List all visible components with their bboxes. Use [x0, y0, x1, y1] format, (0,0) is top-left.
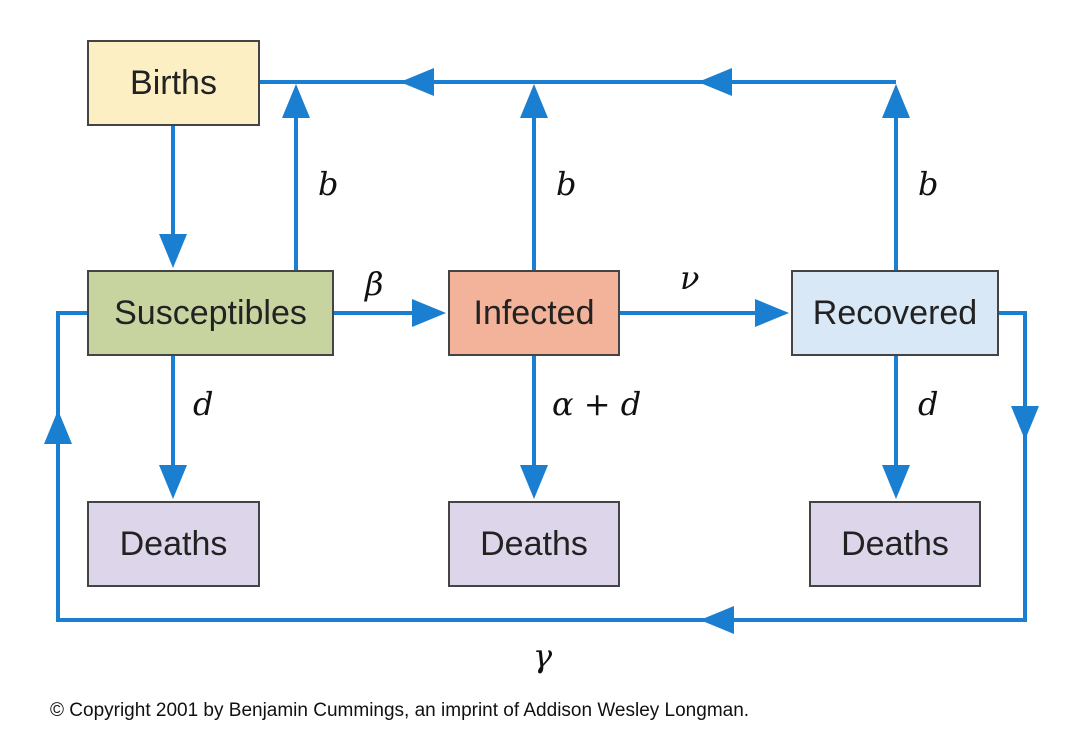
susceptibles-birth-arrowhead — [282, 84, 310, 118]
births-return-arrowhead-1 — [400, 68, 434, 96]
recovered-birth-arrowhead — [882, 84, 910, 118]
deaths-infected-box: Deaths — [448, 501, 620, 587]
immunity-loss-arrowhead-bottom — [700, 606, 734, 634]
infection-arrowhead — [412, 299, 446, 327]
infected-birth-arrowhead — [520, 84, 548, 118]
deaths-recovered-box: Deaths — [809, 501, 981, 587]
death-rate-recovered-label: d — [918, 385, 939, 423]
susceptibles-box: Susceptibles — [87, 270, 334, 356]
birth-rate-infected-label: b — [556, 165, 577, 203]
immunity-loss-rate-label: γ — [533, 637, 553, 675]
births-box: Births — [87, 40, 260, 126]
death-rate-susceptibles-label: d — [193, 385, 214, 423]
birth-rate-susceptibles-label: b — [318, 165, 339, 203]
copyright-notice: © Copyright 2001 by Benjamin Cummings, a… — [50, 700, 750, 721]
birth-rate-recovered-label: b — [918, 165, 939, 203]
susceptibles-death-arrowhead — [159, 465, 187, 499]
immunity-loss-arrowhead-right — [1011, 406, 1039, 440]
births-return-arrowhead-2 — [698, 68, 732, 96]
infected-box: Infected — [448, 270, 620, 356]
recovered-box: Recovered — [791, 270, 999, 356]
deaths-susceptibles-box: Deaths — [87, 501, 260, 587]
recovery-rate-label: ν — [680, 259, 700, 297]
recovery-arrowhead — [755, 299, 789, 327]
infected-death-arrowhead — [520, 465, 548, 499]
births-to-susceptibles-arrowhead — [159, 234, 187, 268]
immunity-loss-arrowhead-left — [44, 410, 72, 444]
death-rate-infected-label: α + d — [552, 385, 642, 423]
transmission-rate-label: β — [365, 265, 384, 303]
immunity-loss-loop-line — [56, 311, 1027, 622]
recovered-death-arrowhead — [882, 465, 910, 499]
